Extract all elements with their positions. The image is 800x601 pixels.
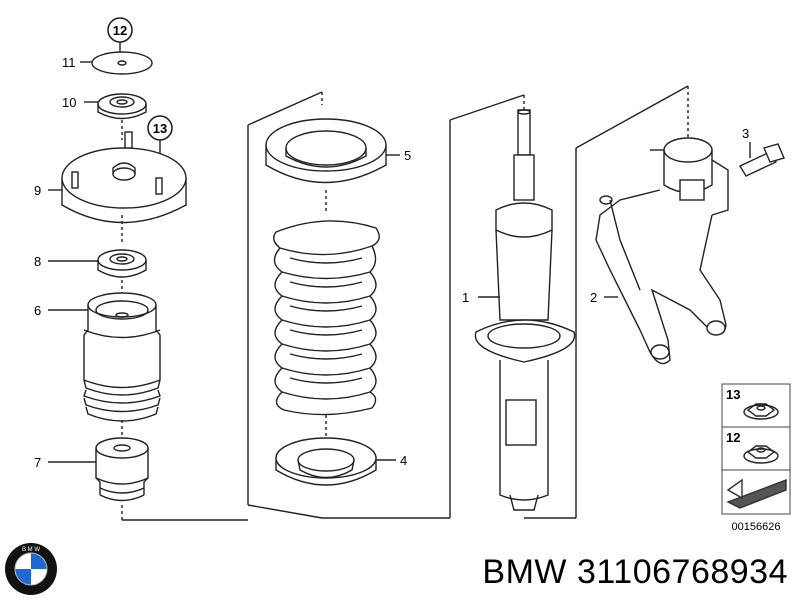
label-1: 1 — [462, 290, 469, 305]
label-8: 8 — [34, 254, 41, 269]
fastener-legend: 13 12 — [721, 383, 791, 515]
label-3: 3 — [742, 126, 749, 141]
part-9-top-mount — [48, 131, 187, 245]
label-2: 2 — [590, 290, 597, 305]
bmw-roundel-icon: B M W — [5, 543, 57, 595]
part-10-bearing — [84, 93, 147, 120]
part-12-nut-callout: 12 — [107, 17, 133, 60]
label-7: 7 — [34, 455, 41, 470]
svg-text:12: 12 — [113, 23, 127, 38]
flange-nut-13-icon — [743, 403, 779, 420]
svg-text:B M W: B M W — [22, 547, 40, 553]
part-7-bump-stop — [48, 437, 149, 520]
part-1-strut — [474, 109, 576, 511]
part-8-bearing — [48, 249, 147, 295]
svg-text:13: 13 — [153, 121, 167, 136]
coil-spring — [273, 220, 380, 416]
reference-arrow-icon — [726, 478, 787, 509]
diagram-id: 00156626 — [732, 521, 781, 533]
part-4-lower-spring-pad — [275, 437, 396, 486]
label-5: 5 — [404, 148, 411, 163]
brand-name: BMW — [482, 553, 568, 591]
part-3-bolt — [739, 142, 785, 177]
part-5-spring-pad — [265, 118, 400, 184]
part-11-washer — [80, 51, 153, 75]
label-9: 9 — [34, 183, 41, 198]
label-10: 10 — [62, 95, 76, 110]
legend-12-label: 12 — [726, 430, 740, 445]
bmw-logo: B M W — [4, 542, 58, 601]
part-2-steering-knuckle — [595, 137, 729, 365]
flange-nut-12-icon — [743, 445, 779, 464]
part-6-dust-boot — [48, 292, 161, 422]
label-6: 6 — [34, 303, 41, 318]
part-number: 31106768934 — [577, 553, 788, 591]
label-4: 4 — [400, 453, 407, 468]
label-11: 11 — [62, 55, 76, 70]
legend-13-label: 13 — [726, 387, 740, 402]
